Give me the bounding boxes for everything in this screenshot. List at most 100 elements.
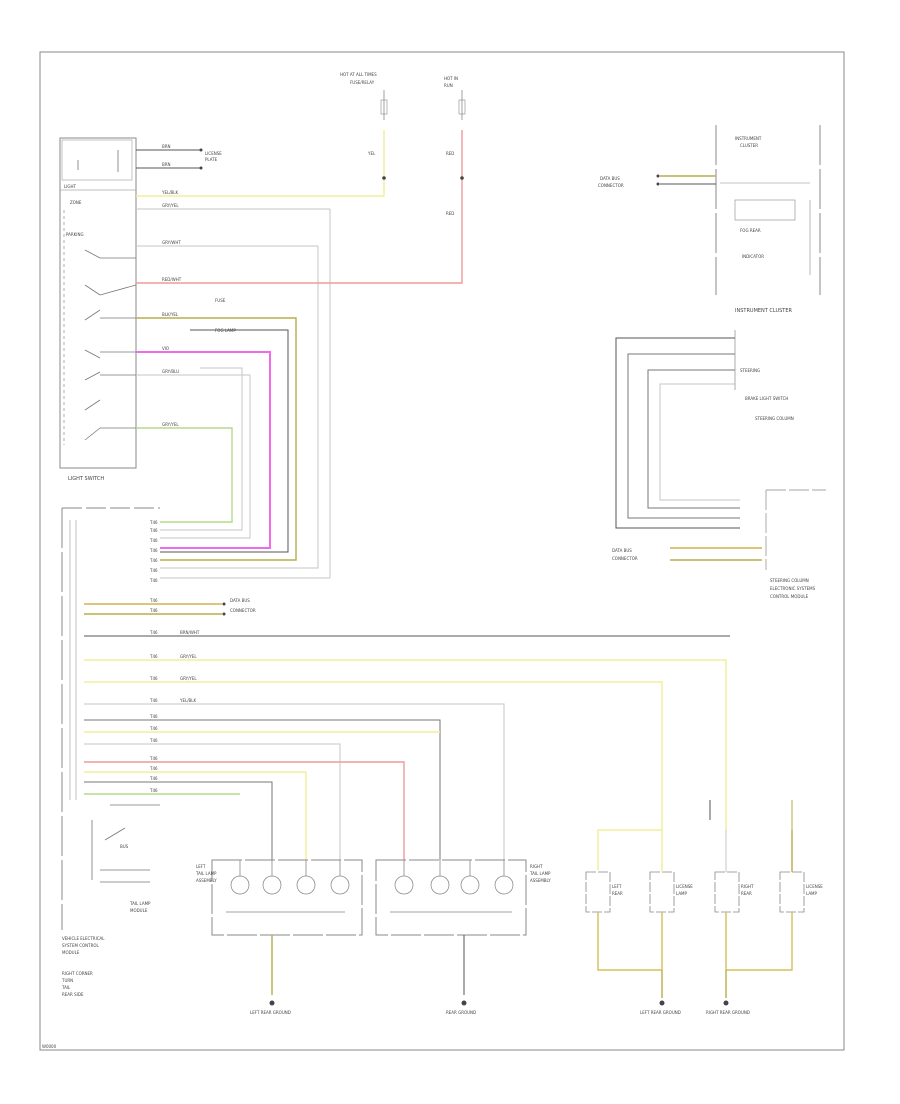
- svg-text:T46: T46: [149, 538, 158, 543]
- ground-label-1: LEFT REAR GROUND: [250, 1010, 291, 1015]
- svg-text:STEERING COLUMN: STEERING COLUMN: [755, 416, 794, 421]
- svg-text:LAMP: LAMP: [806, 891, 818, 896]
- svg-text:YEL: YEL: [367, 151, 376, 156]
- svg-text:T46: T46: [149, 598, 158, 603]
- svg-text:DATA BUS: DATA BUS: [612, 548, 632, 553]
- diagram-frame: [39, 51, 845, 1051]
- svg-text:ZONE: ZONE: [70, 200, 82, 205]
- svg-text:LICENSE: LICENSE: [676, 884, 693, 889]
- central-module-label-3: MODULE: [62, 950, 80, 955]
- svg-text:GRY/YEL: GRY/YEL: [180, 654, 197, 659]
- svg-text:GRY/WHT: GRY/WHT: [162, 240, 181, 245]
- rear-lamps: [585, 800, 805, 1006]
- svg-text:LICENSE: LICENSE: [205, 151, 222, 156]
- svg-text:TAIL: TAIL: [61, 985, 71, 990]
- svg-text:T46: T46: [149, 578, 158, 583]
- svg-text:RUN: RUN: [444, 83, 453, 88]
- svg-text:T46: T46: [149, 520, 158, 525]
- svg-text:ASSEMBLY: ASSEMBLY: [530, 878, 551, 883]
- central-module-label-2: SYSTEM CONTROL: [62, 943, 100, 948]
- svg-text:INDICATOR: INDICATOR: [742, 254, 764, 259]
- svg-text:CONTROL MODULE: CONTROL MODULE: [770, 594, 809, 599]
- svg-text:LAMP: LAMP: [676, 891, 688, 896]
- svg-text:TURN: TURN: [61, 978, 73, 983]
- svg-text:TAIL LAMP: TAIL LAMP: [529, 871, 551, 876]
- svg-text:DATA BUS: DATA BUS: [230, 598, 250, 603]
- ground-label-2: REAR GROUND: [446, 1010, 476, 1015]
- svg-text:LEFT: LEFT: [196, 864, 206, 869]
- svg-text:T46: T46: [149, 676, 158, 681]
- svg-text:LEFT: LEFT: [612, 884, 622, 889]
- svg-text:CLUSTER: CLUSTER: [740, 143, 758, 148]
- light-switch-box: [59, 137, 137, 469]
- svg-text:T46: T46: [149, 766, 158, 771]
- svg-text:VIO: VIO: [162, 346, 169, 351]
- fuse-group: HOT AT ALL TIMES FUSE/RELAY HOT IN RUN Y…: [340, 72, 466, 216]
- svg-text:ELECTRONIC SYSTEMS: ELECTRONIC SYSTEMS: [770, 586, 816, 591]
- svg-text:T46: T46: [149, 548, 158, 553]
- svg-text:HOT IN: HOT IN: [444, 76, 458, 81]
- svg-text:T46: T46: [149, 698, 158, 703]
- svg-text:GRY/BLU: GRY/BLU: [162, 369, 179, 374]
- svg-text:GRY/YEL: GRY/YEL: [162, 422, 179, 427]
- svg-text:BRN: BRN: [162, 162, 171, 167]
- instrument-cluster-label: INSTRUMENT CLUSTER: [735, 308, 793, 314]
- svg-text:T46: T46: [149, 654, 158, 659]
- svg-text:T46: T46: [149, 738, 158, 743]
- svg-text:T46: T46: [149, 776, 158, 781]
- svg-text:LICENSE: LICENSE: [806, 884, 823, 889]
- svg-text:FUSE/RELAY: FUSE/RELAY: [350, 80, 375, 85]
- svg-text:BRN: BRN: [162, 144, 171, 149]
- svg-text:INSTRUMENT: INSTRUMENT: [735, 136, 762, 141]
- svg-text:GRY/YEL: GRY/YEL: [162, 203, 179, 208]
- svg-text:YEL/BLK: YEL/BLK: [161, 190, 179, 195]
- svg-text:T46: T46: [149, 756, 158, 761]
- svg-text:BLK/YEL: BLK/YEL: [162, 312, 179, 317]
- svg-text:FUSE: FUSE: [215, 298, 226, 303]
- central-module-label-1: VEHICLE ELECTRICAL: [62, 936, 105, 941]
- ground-label-4: RIGHT REAR GROUND: [706, 1010, 750, 1015]
- right-tail-lamp: RIGHT TAIL LAMP ASSEMBLY REAR GROUND: [375, 859, 551, 1015]
- svg-text:RIGHT: RIGHT: [530, 864, 543, 869]
- svg-text:STEERING COLUMN: STEERING COLUMN: [770, 578, 809, 583]
- svg-text:STEERING: STEERING: [740, 368, 760, 373]
- svg-text:ASSEMBLY: ASSEMBLY: [196, 878, 217, 883]
- svg-text:T46: T46: [149, 788, 158, 793]
- svg-text:HOT AT ALL TIMES: HOT AT ALL TIMES: [340, 72, 377, 77]
- svg-text:T46: T46: [149, 608, 158, 613]
- svg-text:T46: T46: [149, 558, 158, 563]
- svg-text:REAR SIDE: REAR SIDE: [62, 992, 84, 997]
- svg-text:BRAKE LIGHT SWITCH: BRAKE LIGHT SWITCH: [745, 396, 788, 401]
- svg-text:CONNECTOR: CONNECTOR: [598, 183, 624, 188]
- svg-text:LIGHT: LIGHT: [64, 184, 77, 189]
- svg-text:DATA BUS: DATA BUS: [600, 176, 620, 181]
- svg-text:FOG LAMP: FOG LAMP: [215, 328, 236, 333]
- light-switch-label: LIGHT SWITCH: [68, 476, 104, 482]
- svg-text:T46: T46: [149, 630, 158, 635]
- svg-text:MODULE: MODULE: [130, 908, 148, 913]
- diagram-id: W0000: [42, 1044, 57, 1049]
- svg-text:T46: T46: [149, 528, 158, 533]
- svg-text:BRN/WHT: BRN/WHT: [180, 630, 200, 635]
- svg-text:RIGHT: RIGHT: [741, 884, 754, 889]
- left-tail-lamp: LEFT TAIL LAMP ASSEMBLY LEFT REAR GROUND: [195, 859, 363, 1015]
- svg-text:YEL/BLK: YEL/BLK: [179, 698, 197, 703]
- svg-text:PLATE: PLATE: [205, 157, 218, 162]
- svg-text:RED: RED: [446, 151, 454, 156]
- svg-text:T46: T46: [149, 726, 158, 731]
- svg-text:BUS: BUS: [120, 844, 129, 849]
- light-switch: LIGHT SWITCH LIGHT ZONE PARKING: [59, 137, 137, 482]
- central-module: BUS TAIL LAMP MODULE VEHICLE ELECTRICAL …: [61, 507, 160, 997]
- svg-text:CONNECTOR: CONNECTOR: [230, 608, 256, 613]
- svg-text:T46: T46: [149, 568, 158, 573]
- svg-text:RED: RED: [446, 211, 454, 216]
- ground-label-3: LEFT REAR GROUND: [640, 1010, 681, 1015]
- svg-text:TAIL LAMP: TAIL LAMP: [129, 901, 151, 906]
- svg-text:REAR: REAR: [612, 891, 623, 896]
- svg-text:T46: T46: [149, 714, 158, 719]
- instrument-cluster: INSTRUMENT CLUSTER FOG REAR INDICATOR IN…: [598, 125, 821, 314]
- svg-text:GRY/YEL: GRY/YEL: [180, 676, 197, 681]
- svg-text:RIGHT CORNER: RIGHT CORNER: [62, 971, 93, 976]
- svg-text:TAIL LAMP: TAIL LAMP: [195, 871, 217, 876]
